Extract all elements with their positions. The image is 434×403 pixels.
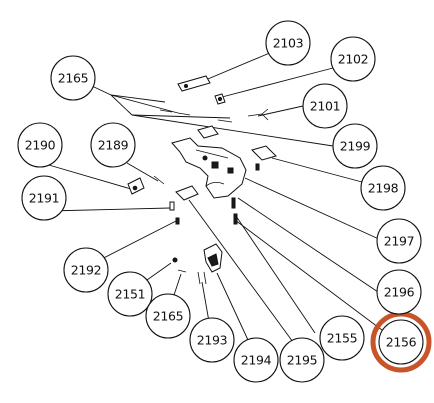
part-2197-spring xyxy=(231,197,236,209)
svg-text:2101: 2101 xyxy=(310,99,341,114)
callout-2103: 2103 xyxy=(265,20,311,66)
callout-2156: 2156 xyxy=(378,319,424,365)
callout-2189: 2189 xyxy=(90,122,136,168)
part-2165-pins-top xyxy=(159,109,233,123)
svg-text:2102: 2102 xyxy=(338,52,369,67)
svg-text:2189: 2189 xyxy=(98,138,129,153)
callout-2197: 2197 xyxy=(376,218,422,264)
part-2101-spring xyxy=(247,108,269,121)
svg-text:2156: 2156 xyxy=(386,335,417,350)
svg-text:2151: 2151 xyxy=(115,287,146,302)
part-2194-selector xyxy=(203,243,223,273)
svg-text:2103: 2103 xyxy=(273,36,304,51)
svg-text:2199: 2199 xyxy=(340,139,371,154)
part-2103-bar xyxy=(177,75,211,92)
part-2191-pin xyxy=(169,201,175,211)
svg-text:2196: 2196 xyxy=(384,285,415,300)
callout-2196: 2196 xyxy=(376,269,422,315)
svg-text:2165: 2165 xyxy=(58,71,89,86)
callout-2102: 2102 xyxy=(330,36,376,82)
svg-text:2194: 2194 xyxy=(241,353,272,368)
callout-2155: 2155 xyxy=(319,315,365,361)
callout-2193: 2193 xyxy=(189,317,235,363)
callout-2101: 2101 xyxy=(302,83,348,129)
svg-text:2198: 2198 xyxy=(368,181,399,196)
callout-2195: 2195 xyxy=(279,337,325,383)
part-trigger-housing xyxy=(171,137,247,199)
part-2196-spring xyxy=(233,213,238,225)
svg-text:2193: 2193 xyxy=(197,333,228,348)
part-2165-pins-bottom xyxy=(177,269,207,285)
part-2199-block xyxy=(197,125,219,139)
svg-text:2190: 2190 xyxy=(25,138,56,153)
part-2192-detent xyxy=(175,217,180,225)
callout-2165-top: 2165 xyxy=(50,55,96,101)
svg-text:2165: 2165 xyxy=(153,309,184,324)
part-2189-pin xyxy=(153,175,165,185)
callout-2165-bottom: 2165 xyxy=(145,293,191,339)
part-2102-pin xyxy=(214,93,226,105)
svg-text:2195: 2195 xyxy=(287,353,318,368)
part-2151-pin xyxy=(172,257,178,263)
part-2198-sear xyxy=(251,145,277,171)
svg-text:2155: 2155 xyxy=(327,331,358,346)
part-2195-disconnector xyxy=(175,185,199,201)
leader-lines xyxy=(41,51,387,354)
callout-2199: 2199 xyxy=(332,123,378,169)
callout-2151: 2151 xyxy=(107,271,153,317)
callout-2191: 2191 xyxy=(21,175,67,221)
svg-text:2197: 2197 xyxy=(384,234,415,249)
callout-2190: 2190 xyxy=(17,122,63,168)
callout-2198: 2198 xyxy=(360,165,406,211)
svg-text:2191: 2191 xyxy=(29,191,60,206)
callout-2194: 2194 xyxy=(233,337,279,383)
svg-text:2192: 2192 xyxy=(71,263,102,278)
callout-2192: 2192 xyxy=(63,247,109,293)
part-2190-hammer xyxy=(127,177,145,195)
